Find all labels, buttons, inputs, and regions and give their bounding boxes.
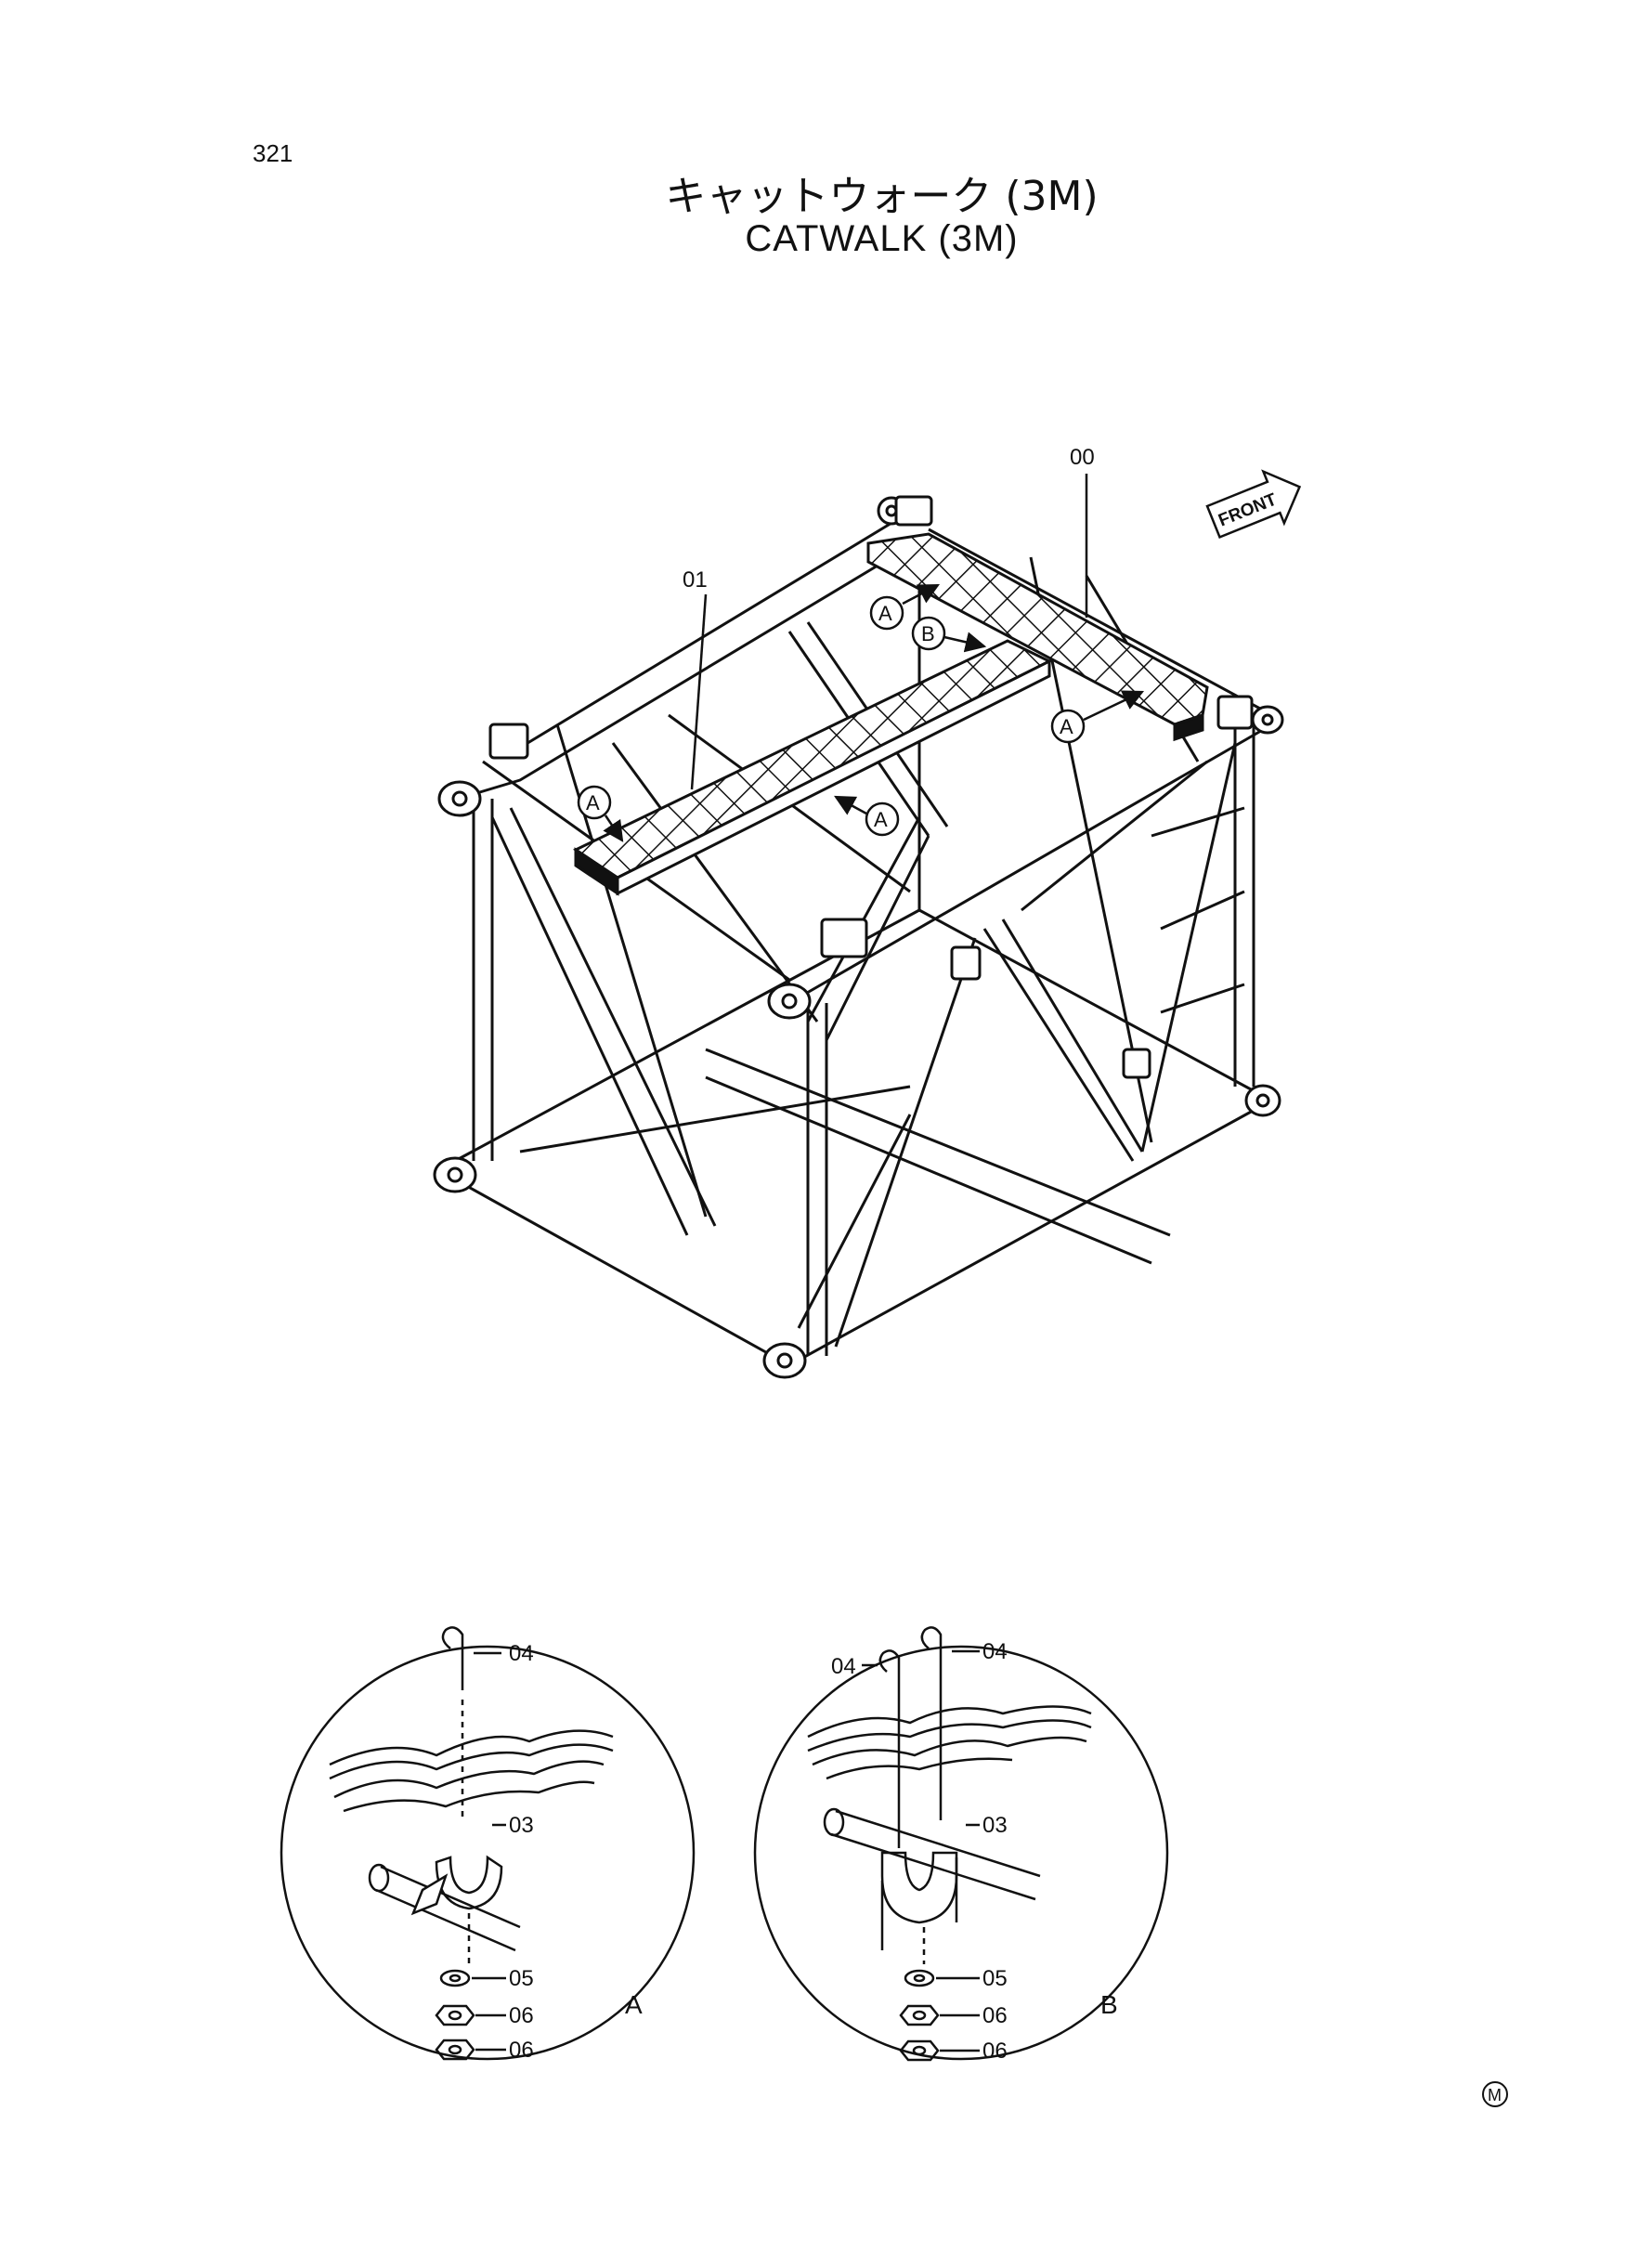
detail-a-part-1: 04 [509,1641,534,1666]
diagonal-1 [490,816,689,1236]
grating-lines-b [807,1705,1092,1780]
ladder-rung-2 [1160,890,1245,931]
title-japanese: キャットウォーク (3M) [665,173,1099,220]
hinge-block-back [894,495,933,527]
ref-label-a-1: A [878,602,892,625]
detail-reference-markers [577,583,1145,842]
bracket-under [950,945,982,981]
detail-b-label: B [1100,1990,1118,2019]
ladder-rung-1 [1151,806,1245,838]
hinge-block-mid [820,918,868,958]
catwalk-plates [572,532,1209,896]
nut-b-1 [899,2004,940,2026]
nut-a-1 [435,2004,475,2026]
detail-b-part-2: 04 [831,1654,856,1679]
detail-b: 04 04 03 05 06 06 B [753,1626,1169,2064]
callout-lines [690,474,1088,790]
bottom-chord-left [454,1178,790,1367]
front-arrow: FRONT [1205,469,1302,540]
ref-bubble-a-1 [869,595,904,631]
catwalk-plate-front [572,639,1053,879]
bottom-chord-right [788,1103,1264,1367]
callout-00: 00 [1070,445,1095,470]
washer-a [439,1969,471,1987]
lower-strut-3 [705,1075,1152,1265]
bottom-chord-back-2 [918,908,1264,1098]
diagonal-13 [611,742,819,1023]
detail-a-part-2: 03 [509,1813,534,1838]
ref-bubble-a-4 [865,801,900,837]
hinge-block-left [488,723,529,760]
title-english: CATWALK (3M) [745,218,1019,259]
detail-a-part-4: 06 [509,2003,534,2028]
detail-a-label: A [625,1990,643,2019]
washer-b [904,1969,935,1987]
catwalk-plate-front-side [616,658,1051,896]
diagonal-9 [1021,760,1208,912]
ref-label-a-4: A [874,808,888,831]
diagonal-17 [797,1114,912,1329]
leader-01 [690,593,708,790]
diagonal-7 [982,928,1135,1162]
page-number: 321 [253,139,293,167]
detail-b-circle [753,1645,1169,2061]
bolt-b-1 [878,1649,901,1848]
nut-b-2 [899,2039,940,2062]
top-back-chord [519,504,920,749]
detail-b-part-3: 03 [982,1813,1008,1838]
top-right-chord [928,528,1273,717]
lower-strut-1 [519,1085,911,1153]
detail-a-part-5: 06 [509,2038,534,2063]
pipe-a [375,1865,521,1952]
ref-label-b: B [921,622,935,645]
ref-bubble-a-2 [1050,709,1086,744]
bracket-right [1122,1048,1151,1079]
corner-mark-letter: M [1488,2086,1502,2104]
pin-joints [433,495,1284,1379]
callout-01: 01 [683,567,708,593]
detail-a: 04 03 05 06 06 A [280,1626,696,2063]
clamp-a [435,1855,503,1910]
ladder-rung-3 [1160,983,1245,1014]
bolt-b-2 [920,1626,943,1820]
detail-b-part-4: 05 [982,1966,1008,1991]
ref-bubble-b [911,616,946,651]
corner-mark: M [1482,2081,1508,2107]
grating-lines-a [329,1729,614,1813]
diagonal-6 [834,937,977,1348]
pipe-b [830,1809,1041,1901]
ref-label-a-2: A [1060,715,1073,738]
detail-b-part-6: 06 [982,2039,1008,2064]
bolt-a [441,1626,464,1690]
diagonal-10 [1140,742,1237,1153]
diagonal-8 [1001,919,1144,1153]
ref-bubble-a-3 [577,785,612,820]
detail-b-part-5: 06 [982,2003,1008,2028]
lower-strut-2 [705,1048,1171,1237]
detail-a-circle [280,1645,696,2061]
detail-b-part-1: 04 [982,1639,1008,1664]
nut-a-2 [435,2039,475,2061]
ref-label-a-3: A [586,791,600,814]
diagonal-2 [509,807,717,1227]
catwalk-plate-back-side [1173,712,1204,742]
diagonal-5 [825,835,930,1041]
hinge-block-right [1216,695,1254,730]
detail-a-part-3: 05 [509,1966,534,1991]
